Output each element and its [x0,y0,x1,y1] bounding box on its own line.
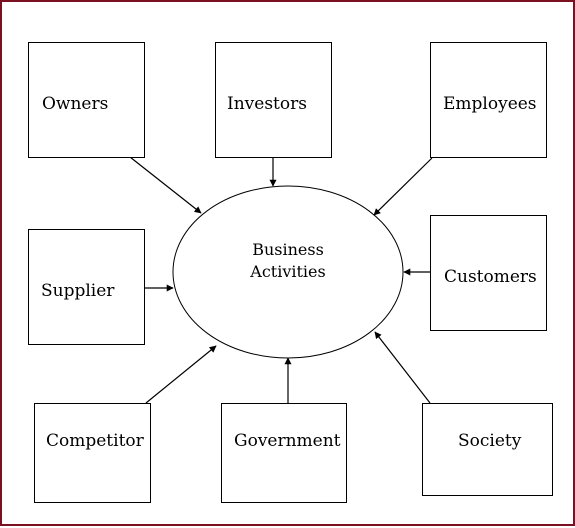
customers-box: Customers [430,215,547,331]
arrow-society [374,331,431,404]
society-box: Society [422,403,553,496]
owners-box: Owners [28,42,145,158]
arrow-employees [373,157,433,216]
arrow-competitor [145,345,217,404]
employees-box: Employees [430,42,547,158]
supplier-box: Supplier [28,229,145,345]
investors-label: Investors [227,94,307,114]
owners-label: Owners [42,94,109,114]
center-label-line-2: Activities [250,262,326,281]
business-activities-label: Business Activities [173,239,403,283]
employees-label: Employees [443,94,537,114]
society-label: Society [458,431,522,451]
government-label: Government [234,431,341,451]
competitor-box: Competitor [34,403,151,503]
customers-label: Customers [444,267,537,287]
government-box: Government [221,403,347,503]
investors-box: Investors [215,42,332,158]
competitor-label: Competitor [46,431,144,451]
center-label-line-1: Business [252,240,324,259]
supplier-label: Supplier [41,281,115,301]
arrow-owners [129,156,202,214]
